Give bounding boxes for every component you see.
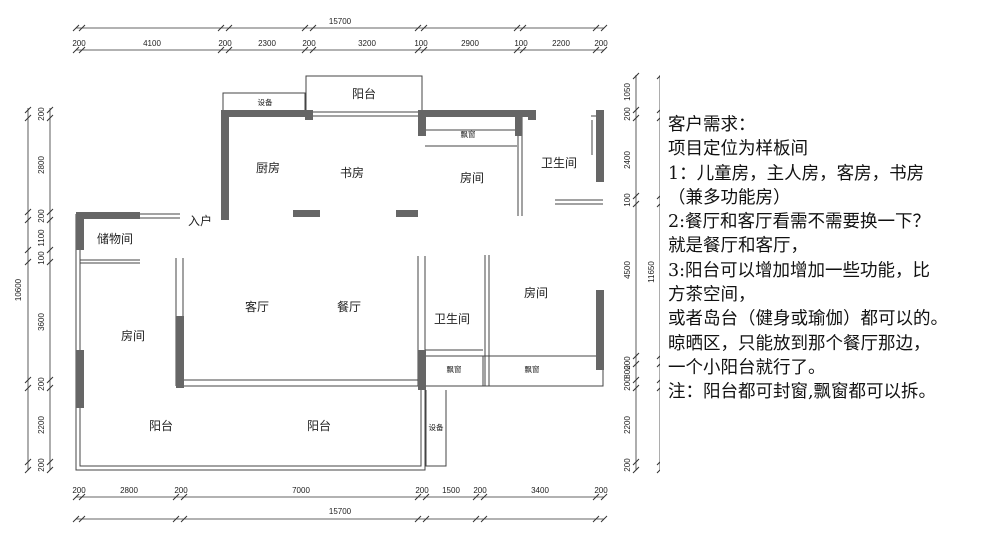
dimension-label: 200: [594, 39, 608, 48]
dimension-label: 1050: [623, 83, 632, 101]
dimension-label: 15700: [329, 507, 352, 516]
dimension-label: 200: [72, 39, 86, 48]
note-line: 项目定位为样板间: [668, 139, 808, 160]
dimension-label: 2200: [37, 416, 46, 434]
dimension-label: 3400: [531, 486, 549, 495]
dining-room-label: 餐厅: [337, 299, 361, 314]
note-line: 晾晒区，只能放到那个餐厅那边，: [668, 333, 931, 354]
dimension-label: 1500: [442, 486, 460, 495]
dimension-label: 200: [623, 458, 632, 472]
bay-window-top-label: 飘窗: [461, 129, 476, 139]
dimension-label: 200: [623, 107, 632, 121]
note-line: 或者岛台（健身或瑜伽）都可以的。: [668, 309, 948, 330]
bathroom-ne-label: 卫生间: [541, 156, 577, 170]
dimension-label: 100: [414, 39, 428, 48]
dimension-label: 2300: [258, 39, 276, 48]
note-line: 一个小阳台就行了。: [668, 357, 826, 378]
dimension-label: 100: [623, 193, 632, 207]
note-line: 客户需求：: [668, 115, 756, 135]
note-line: 3:阳台可以增加增加一些功能，比: [668, 260, 931, 281]
dimension-label: 200: [623, 356, 632, 370]
dimension-label: 200: [415, 486, 429, 495]
room-west-label: 房间: [121, 328, 145, 343]
room-east-label: 房间: [524, 285, 548, 300]
room-ne-label: 房间: [460, 170, 484, 185]
dimension-label: 200: [594, 486, 608, 495]
dimension-label: 1100: [37, 229, 46, 247]
note-line: 1：儿童房，主人房，客房，书房: [668, 163, 925, 184]
dimension-label: 2800: [37, 156, 46, 174]
dimension-label: 3200: [358, 39, 376, 48]
dimension-label: 2900: [461, 39, 479, 48]
dimension-label: 100: [37, 251, 46, 265]
dimension-label: 200: [72, 486, 86, 495]
kitchen-label: 厨房: [256, 160, 280, 175]
dimension-label: 2200: [552, 39, 570, 48]
bay-window-east-label: 飘窗: [525, 364, 540, 374]
dimension-label: 200: [302, 39, 316, 48]
dimension-label: 200: [37, 458, 46, 472]
note-line: 方茶空间，: [668, 285, 756, 306]
dimension-label: 15700: [329, 17, 352, 26]
client-requirements-notes: 客户需求： 项目定位为样板间 1：儿童房，主人房，客房，书房 （兼多功能房） 2:餐厅和…: [668, 113, 998, 405]
dimension-label: 7000: [292, 486, 310, 495]
dimension-label: 4100: [143, 39, 161, 48]
bay-window-mid-label: 飘窗: [447, 364, 462, 374]
bathroom-mid-label: 卫生间: [434, 312, 470, 326]
dimension-label: 10600: [14, 278, 23, 301]
dimension-label: 200: [37, 377, 46, 391]
dimension-label: 3600: [37, 313, 46, 331]
note-line: 注：阳台都可封窗,飘窗都可以拆。: [668, 382, 937, 403]
dimension-label: 4500: [623, 261, 632, 279]
balcony-top-label: 阳台: [352, 86, 376, 101]
dimension-label: 100: [514, 39, 528, 48]
living-room-label: 客厅: [245, 299, 269, 314]
dimension-label: 200: [174, 486, 188, 495]
floor-plan: 阳台 设备 厨房 书房 飘窗 房间 卫生间 入户 储物间 客厅 餐厅 卫生间 房…: [14, 17, 660, 523]
note-line: （兼多功能房）: [668, 187, 791, 208]
entrance-label: 入户: [188, 213, 212, 228]
equipment-bottom-label: 设备: [429, 422, 444, 432]
note-line: 2:餐厅和客厅看需不需要换一下？: [668, 212, 931, 233]
dimension-label: 200: [623, 377, 632, 391]
equipment-top-label: 设备: [258, 97, 273, 107]
study-label: 书房: [340, 165, 364, 180]
dimension-label: 2800: [120, 486, 138, 495]
dimension-label: 200: [473, 486, 487, 495]
dimension-label: 200: [218, 39, 232, 48]
dimension-label: 2400: [623, 151, 632, 169]
dimension-label: 11650: [647, 261, 656, 283]
dimension-label: 800: [623, 365, 632, 379]
balcony-sw-label: 阳台: [149, 418, 173, 433]
balcony-s-label: 阳台: [307, 418, 331, 433]
dimension-label: 200: [37, 107, 46, 121]
dimension-label: 2200: [623, 416, 632, 434]
note-line: 就是餐厅和客厅，: [668, 236, 808, 257]
dimension-label: 200: [37, 209, 46, 223]
storage-label: 储物间: [97, 231, 133, 246]
